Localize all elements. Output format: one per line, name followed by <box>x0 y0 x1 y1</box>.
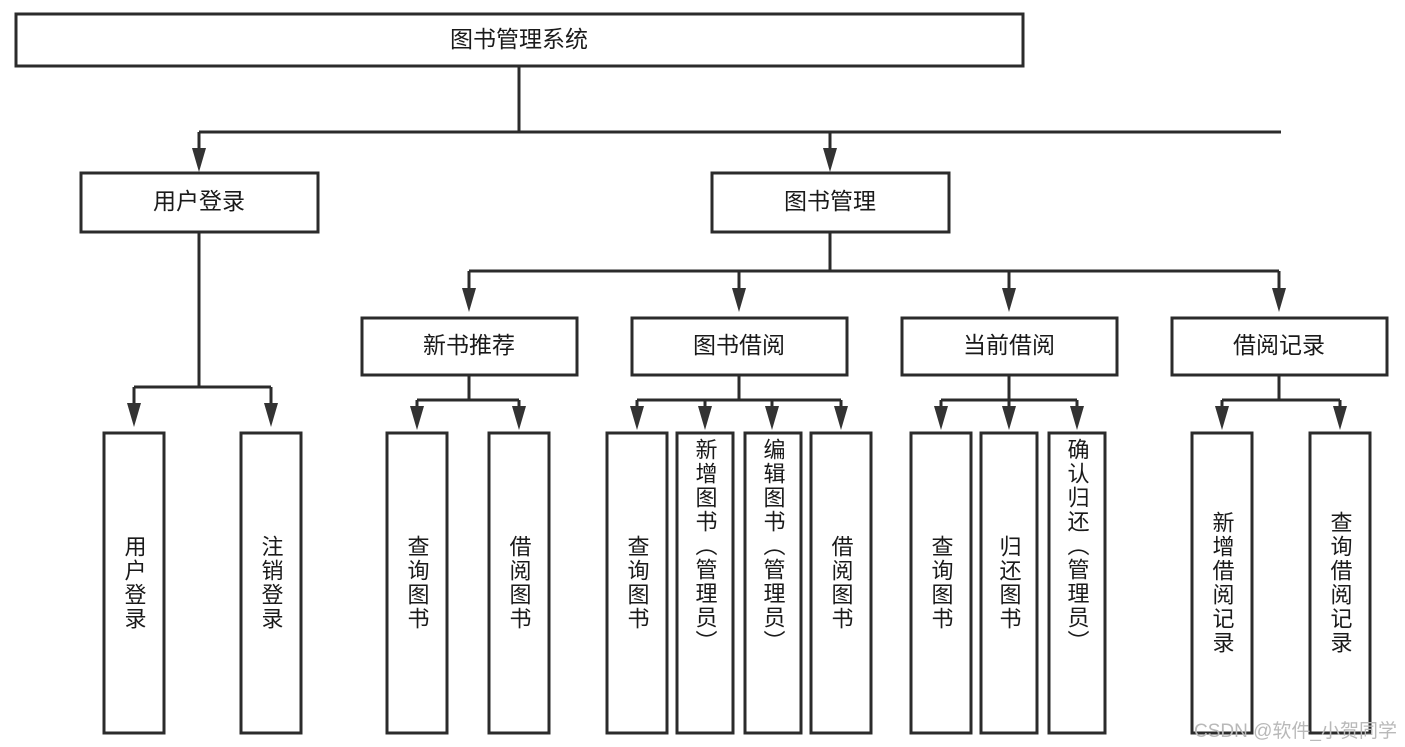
leaf-current-borrow-1[interactable] <box>979 431 1039 735</box>
leaf-new-book-0[interactable] <box>385 431 449 735</box>
connector-currentborrow-to-leaves <box>934 375 1084 430</box>
leaf-book-borrow-0[interactable] <box>605 431 669 735</box>
connector-borrowrecord-to-leaves <box>1215 375 1347 430</box>
leaf-book-borrow-1[interactable] <box>675 431 735 735</box>
leaf-book-borrow-2[interactable] <box>743 431 803 735</box>
leaf-new-book-1[interactable] <box>487 431 551 735</box>
connector-bookborrow-to-leaves <box>630 375 848 430</box>
node-book-borrow-label: 图书借阅 <box>693 332 785 358</box>
node-borrow-record[interactable]: 借阅记录 <box>1170 316 1389 377</box>
node-book-management-label: 图书管理 <box>784 188 876 214</box>
node-user-login-label: 用户登录 <box>153 188 245 214</box>
node-book-borrow[interactable]: 图书借阅 <box>630 316 849 377</box>
leaf-current-borrow-2[interactable] <box>1047 431 1107 735</box>
connector-root-to-level2 <box>192 66 1281 172</box>
connector-newbook-to-leaves <box>410 375 526 430</box>
connector-bookmgmt-to-level3 <box>462 232 1286 312</box>
node-borrow-record-label: 借阅记录 <box>1233 332 1325 358</box>
node-root-label: 图书管理系统 <box>450 26 588 52</box>
leaf-borrow-record-0[interactable] <box>1190 431 1254 735</box>
leaf-borrow-record-1[interactable] <box>1308 431 1372 735</box>
node-new-book-recommend-label: 新书推荐 <box>423 332 515 358</box>
node-new-book-recommend[interactable]: 新书推荐 <box>360 316 579 377</box>
connector-userlogin-to-leaves <box>127 232 278 427</box>
node-user-login[interactable]: 用户登录 <box>79 171 320 234</box>
leaf-user-login-0[interactable] <box>102 431 166 735</box>
node-book-management[interactable]: 图书管理 <box>710 171 951 234</box>
leaf-book-borrow-3[interactable] <box>809 431 873 735</box>
node-current-borrow-label: 当前借阅 <box>963 332 1055 358</box>
leaf-current-borrow-0[interactable] <box>909 431 973 735</box>
node-current-borrow[interactable]: 当前借阅 <box>900 316 1119 377</box>
node-root[interactable]: 图书管理系统 <box>14 12 1025 68</box>
leaf-user-login-1[interactable] <box>239 431 303 735</box>
